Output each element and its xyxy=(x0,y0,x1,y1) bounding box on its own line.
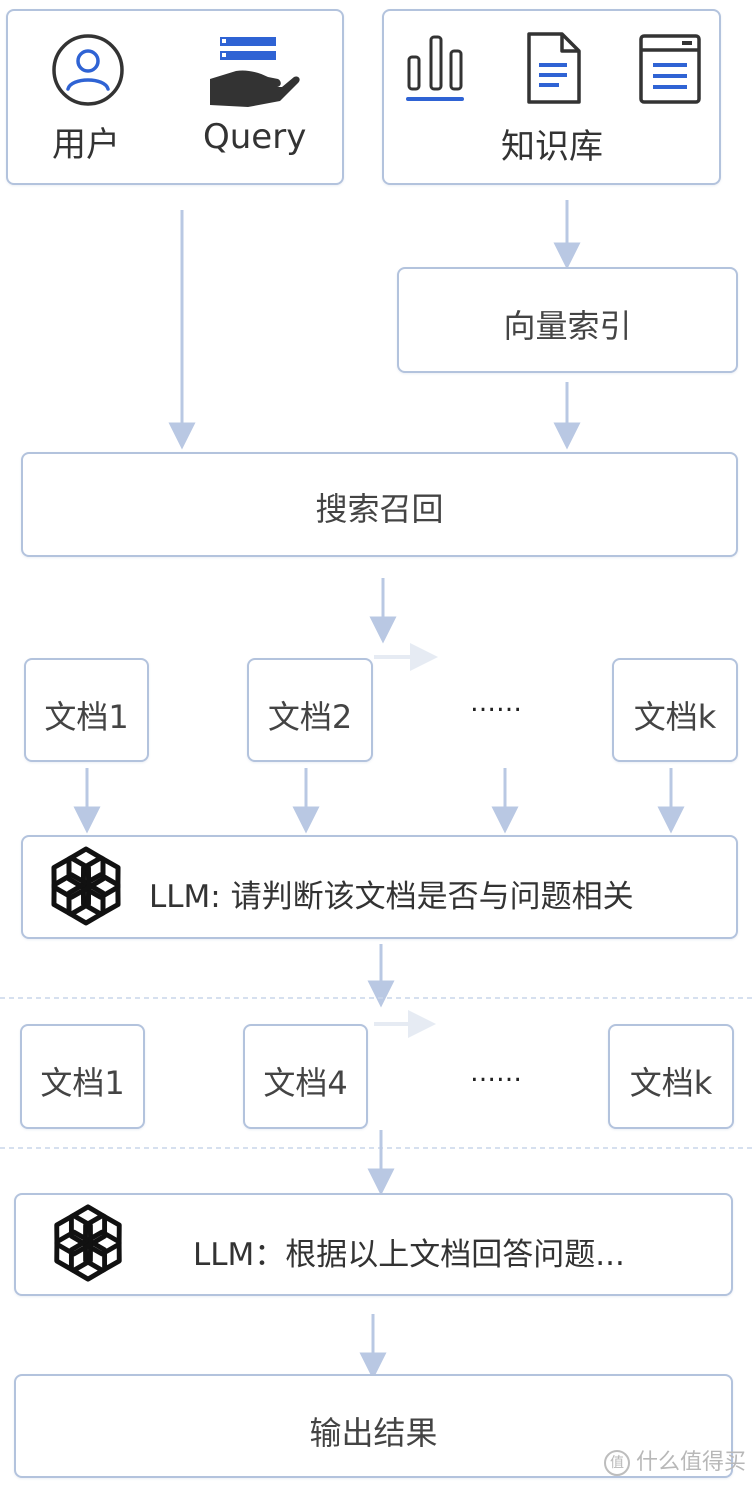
user-query-box: 用户 Query xyxy=(6,9,344,185)
ellipsis-label: …… xyxy=(470,688,522,718)
search-recall-box: 搜索召回 xyxy=(21,452,738,557)
doc-label: 文档k xyxy=(633,698,717,736)
search-recall-label: 搜索召回 xyxy=(315,490,444,528)
vector-index-label: 向量索引 xyxy=(503,307,632,345)
doc-label: 文档4 xyxy=(263,1064,348,1102)
server-icon xyxy=(639,34,701,104)
ellipsis-label: …… xyxy=(470,1058,522,1088)
llm-filter-box: LLM: 请判断该文档是否与问题相关 xyxy=(21,835,738,939)
document-icon xyxy=(527,32,581,104)
bar-chart-icon xyxy=(406,35,464,101)
doc-card: 文档k xyxy=(608,1024,734,1129)
doc-label: 文档2 xyxy=(267,698,353,736)
hand-query-icon xyxy=(210,37,300,107)
openai-logo-icon xyxy=(54,1204,122,1282)
watermark: 值什么值得买 xyxy=(603,1444,746,1476)
doc-card: 文档4 xyxy=(243,1024,368,1129)
doc-label: 文档k xyxy=(629,1064,713,1102)
llm-answer-box: LLM：根据以上文档回答问题... xyxy=(14,1193,733,1296)
knowledge-base-label: 知识库 xyxy=(501,127,603,167)
doc-label: 文档1 xyxy=(40,1064,125,1102)
doc-label: 文档1 xyxy=(44,698,129,736)
knowledge-base-box: 知识库 xyxy=(382,9,721,185)
openai-logo-icon xyxy=(51,846,121,926)
watermark-badge: 值 xyxy=(603,1450,630,1476)
user-icon xyxy=(52,34,124,106)
query-label: Query xyxy=(203,117,307,157)
watermark-text: 什么值得买 xyxy=(635,1450,746,1475)
doc-card: 文档1 xyxy=(20,1024,145,1129)
llm-answer-label: LLM：根据以上文档回答问题... xyxy=(193,1237,625,1273)
llm-filter-label: LLM: 请判断该文档是否与问题相关 xyxy=(149,879,634,915)
vector-index-box: 向量索引 xyxy=(397,267,738,373)
doc-card: 文档2 xyxy=(247,658,373,762)
doc-card: 文档1 xyxy=(24,658,149,762)
user-label: 用户 xyxy=(52,125,120,165)
doc-card: 文档k xyxy=(612,658,738,762)
output-label: 输出结果 xyxy=(309,1414,438,1452)
